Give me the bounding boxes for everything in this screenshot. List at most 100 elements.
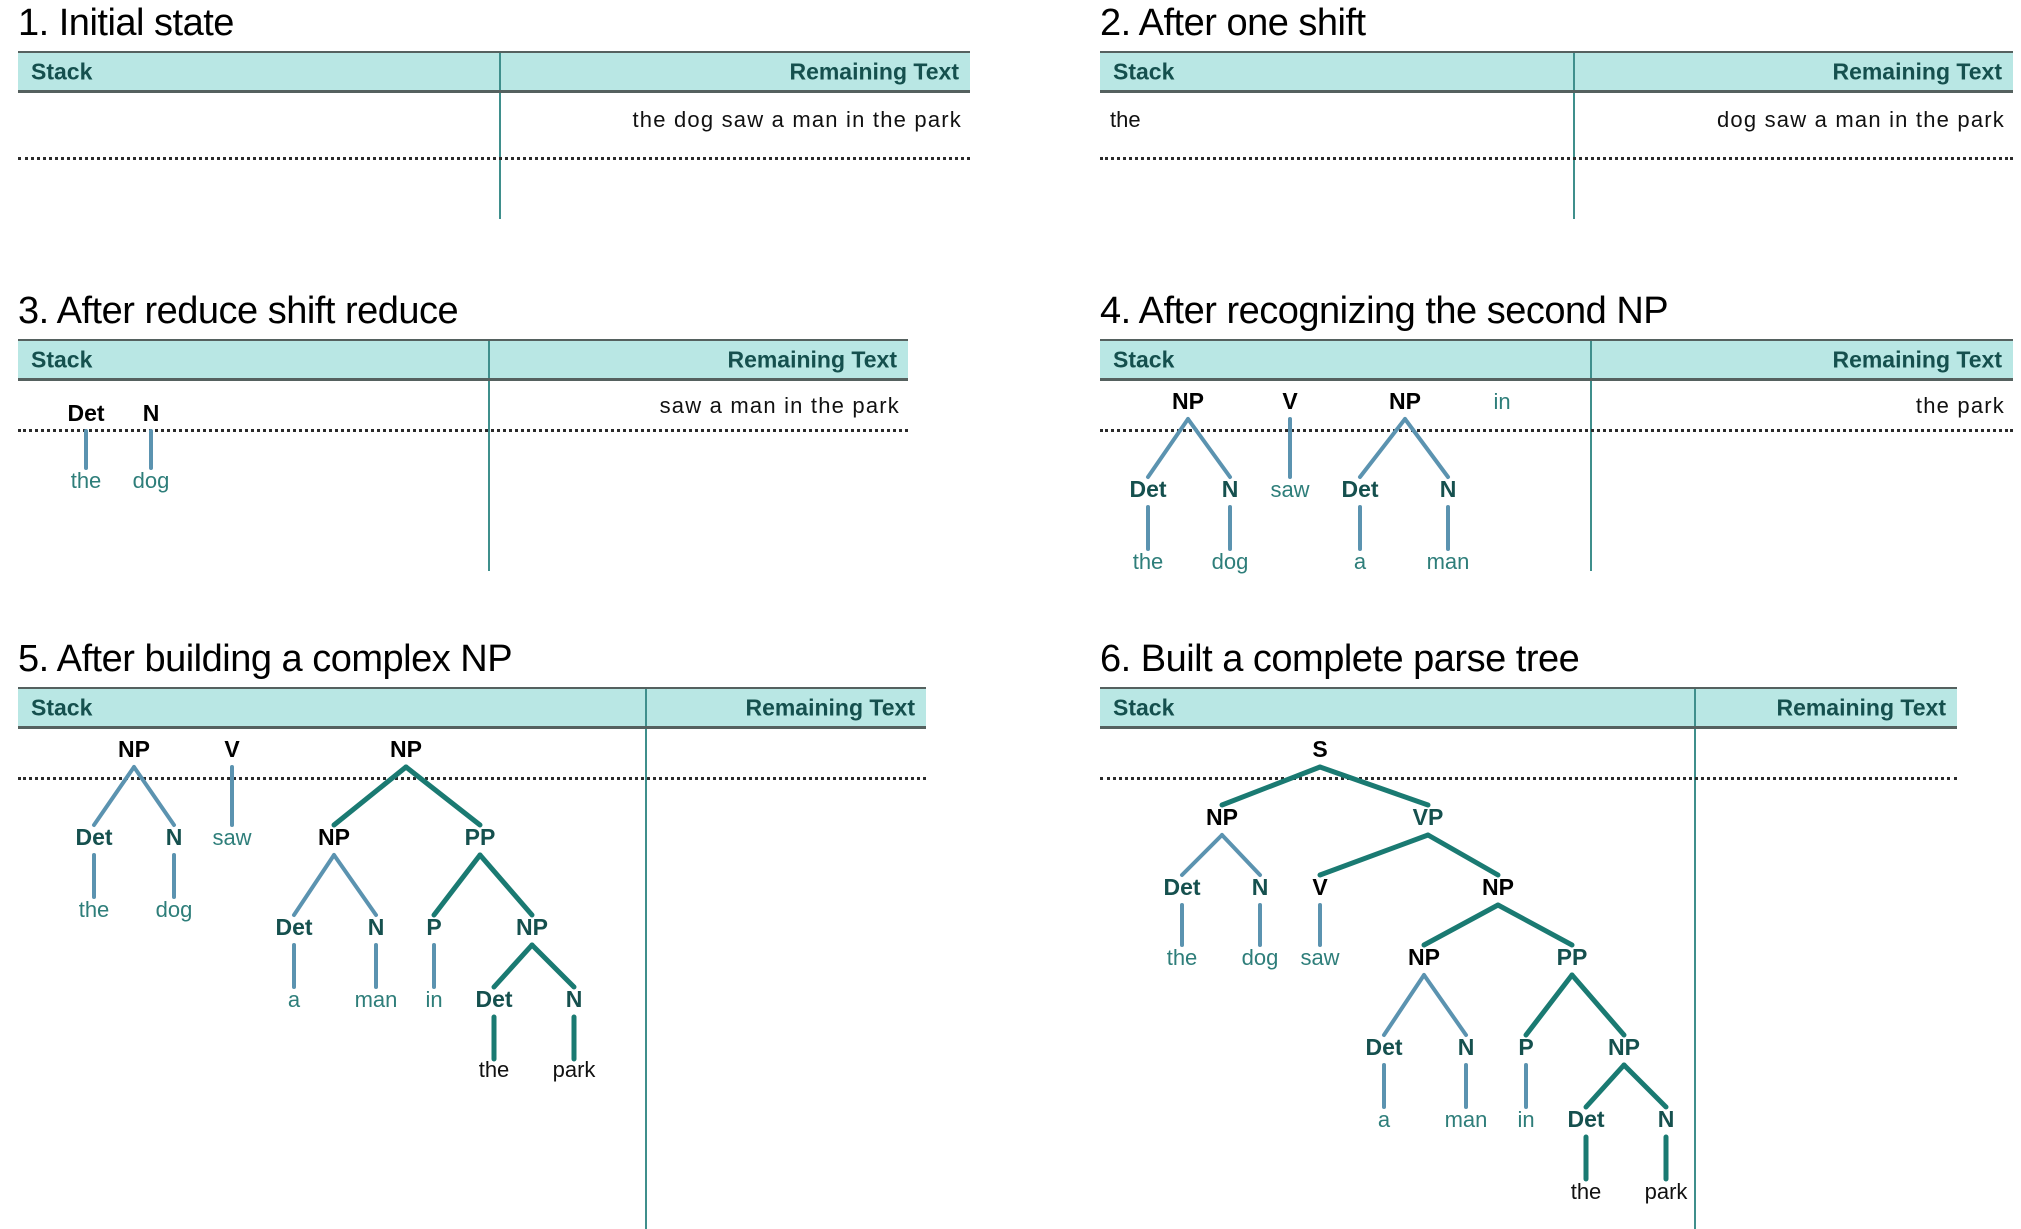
tree-edge (1180, 833, 1224, 877)
tree-node-label: Det (275, 914, 312, 940)
tree-edge (331, 764, 409, 828)
tree-node-label: NP (516, 914, 548, 940)
tree-node-label: NP (118, 736, 150, 762)
table-header-row: Stack Remaining Text (1100, 687, 1957, 729)
tree-node-label: NP (1172, 388, 1204, 414)
tree-leaf-label: the (1133, 549, 1164, 574)
tree-node-label: V (1312, 874, 1328, 900)
tree-node-label: VP (1413, 804, 1444, 830)
tree-edge (1495, 902, 1575, 948)
tree-node-label: Det (1163, 874, 1200, 900)
tree-node-label: N (1252, 874, 1269, 900)
column-header-stack: Stack (31, 58, 93, 84)
tree-node-label: N (143, 400, 160, 426)
tree-node-label: N (368, 914, 385, 940)
tree-leaf-label: in (1517, 1107, 1534, 1132)
column-divider (1573, 93, 1575, 219)
tree-edges (1146, 417, 1450, 551)
tree-node-label: NP (1482, 874, 1514, 900)
tree-node-label: PP (465, 824, 496, 850)
tree-leaf-label: the (1167, 945, 1198, 970)
remaining-text-value: the dog saw a man in the park (632, 107, 962, 132)
tree-leaf-label: in (1493, 389, 1510, 414)
tree-edge (1219, 764, 1323, 808)
tree-edge (1403, 417, 1450, 479)
column-header-stack: Stack (1113, 346, 1175, 372)
tree-leaf-label: the (71, 468, 102, 493)
table-header-row: Stack Remaining Text (1100, 339, 2013, 381)
tree-node-label: N (1440, 476, 1457, 502)
column-header-stack: Stack (1113, 58, 1175, 84)
tree-edge (292, 853, 336, 917)
tree-edge (1382, 973, 1426, 1037)
column-header-remaining-text: Remaining Text (745, 694, 915, 720)
tree-node-label: NP (1608, 1034, 1640, 1060)
table-body: the dog saw a man in the park (18, 93, 970, 219)
panel-title: 5. After building a complex NP (18, 638, 513, 680)
tree-node-label: Det (475, 986, 512, 1012)
tree-leaf-label: man (355, 987, 398, 1012)
tree-node-label: Det (1129, 476, 1166, 502)
tree-edges (1180, 764, 1669, 1182)
remaining-text-value: dog saw a man in the park (1716, 107, 2005, 132)
table-header-row: Stack Remaining Text (1100, 51, 2013, 93)
state-table: Stack Remaining Text saw a man in the pa… (18, 339, 908, 571)
tree-edge (332, 853, 378, 917)
tree-leaf-label: the (1571, 1179, 1602, 1204)
tree-node-label: NP (390, 736, 422, 762)
tree-node-label: Det (1567, 1106, 1604, 1132)
column-header-stack: Stack (31, 694, 93, 720)
tree-edge (1421, 902, 1501, 948)
tree-leaf-label: a (1378, 1107, 1391, 1132)
stack-boundary-line (18, 777, 926, 780)
tree-leaf-label: a (288, 987, 301, 1012)
stack-text-value: the (1110, 107, 1141, 132)
tree-leaf-label: the (479, 1057, 510, 1082)
tree-edge (1422, 973, 1468, 1037)
panel-complete-parse-tree: 6. Built a complete parse tree Stack Rem… (1100, 640, 1957, 1229)
tree-node-label: N (566, 986, 583, 1012)
tree-leaf-label: man (1445, 1107, 1488, 1132)
panel-title: 2. After one shift (1100, 2, 1366, 44)
tree-edge (1425, 832, 1501, 878)
tree-leaf-label: dog (156, 897, 193, 922)
stack-boundary-line (1100, 777, 1957, 780)
stack-boundary-line (1100, 429, 2013, 432)
header-column-divider (488, 341, 490, 378)
panel-complex-np: 5. After building a complex NP Stack Rem… (18, 640, 926, 1229)
stack-boundary-line (18, 157, 970, 160)
tree-leaf-label: saw (1270, 477, 1309, 502)
tree-leaf-label: a (1354, 549, 1367, 574)
tree-edges (92, 764, 577, 1062)
panel-after-reduce-shift-reduce: 3. After reduce shift reduce Stack Remai… (18, 292, 908, 571)
column-divider (645, 729, 647, 1229)
panel-title: 3. After reduce shift reduce (18, 290, 459, 332)
panel-initial-state: 1. Initial state Stack Remaining Text th… (18, 4, 970, 219)
tree-node-label: NP (318, 824, 350, 850)
tree-leaf-label: saw (1300, 945, 1339, 970)
tree-node-label: N (1458, 1034, 1475, 1060)
state-table: Stack Remaining Text the dog saw a man i… (18, 51, 970, 219)
stack-boundary-line (18, 429, 908, 432)
tree-node-label: NP (1206, 804, 1238, 830)
tree-edge (1569, 972, 1627, 1038)
tree-node-label: NP (1389, 388, 1421, 414)
column-header-remaining-text: Remaining Text (727, 346, 897, 372)
header-column-divider (645, 689, 647, 726)
remaining-text-value: the park (1915, 393, 2005, 418)
tree-edge (403, 764, 483, 828)
tree-edge (1220, 833, 1262, 877)
tree-edge (1317, 832, 1431, 878)
tree-node-label: Det (67, 400, 104, 426)
tree-edge (1523, 972, 1575, 1038)
tree-node-label: Det (1365, 1034, 1402, 1060)
table-header-row: Stack Remaining Text (18, 339, 908, 381)
